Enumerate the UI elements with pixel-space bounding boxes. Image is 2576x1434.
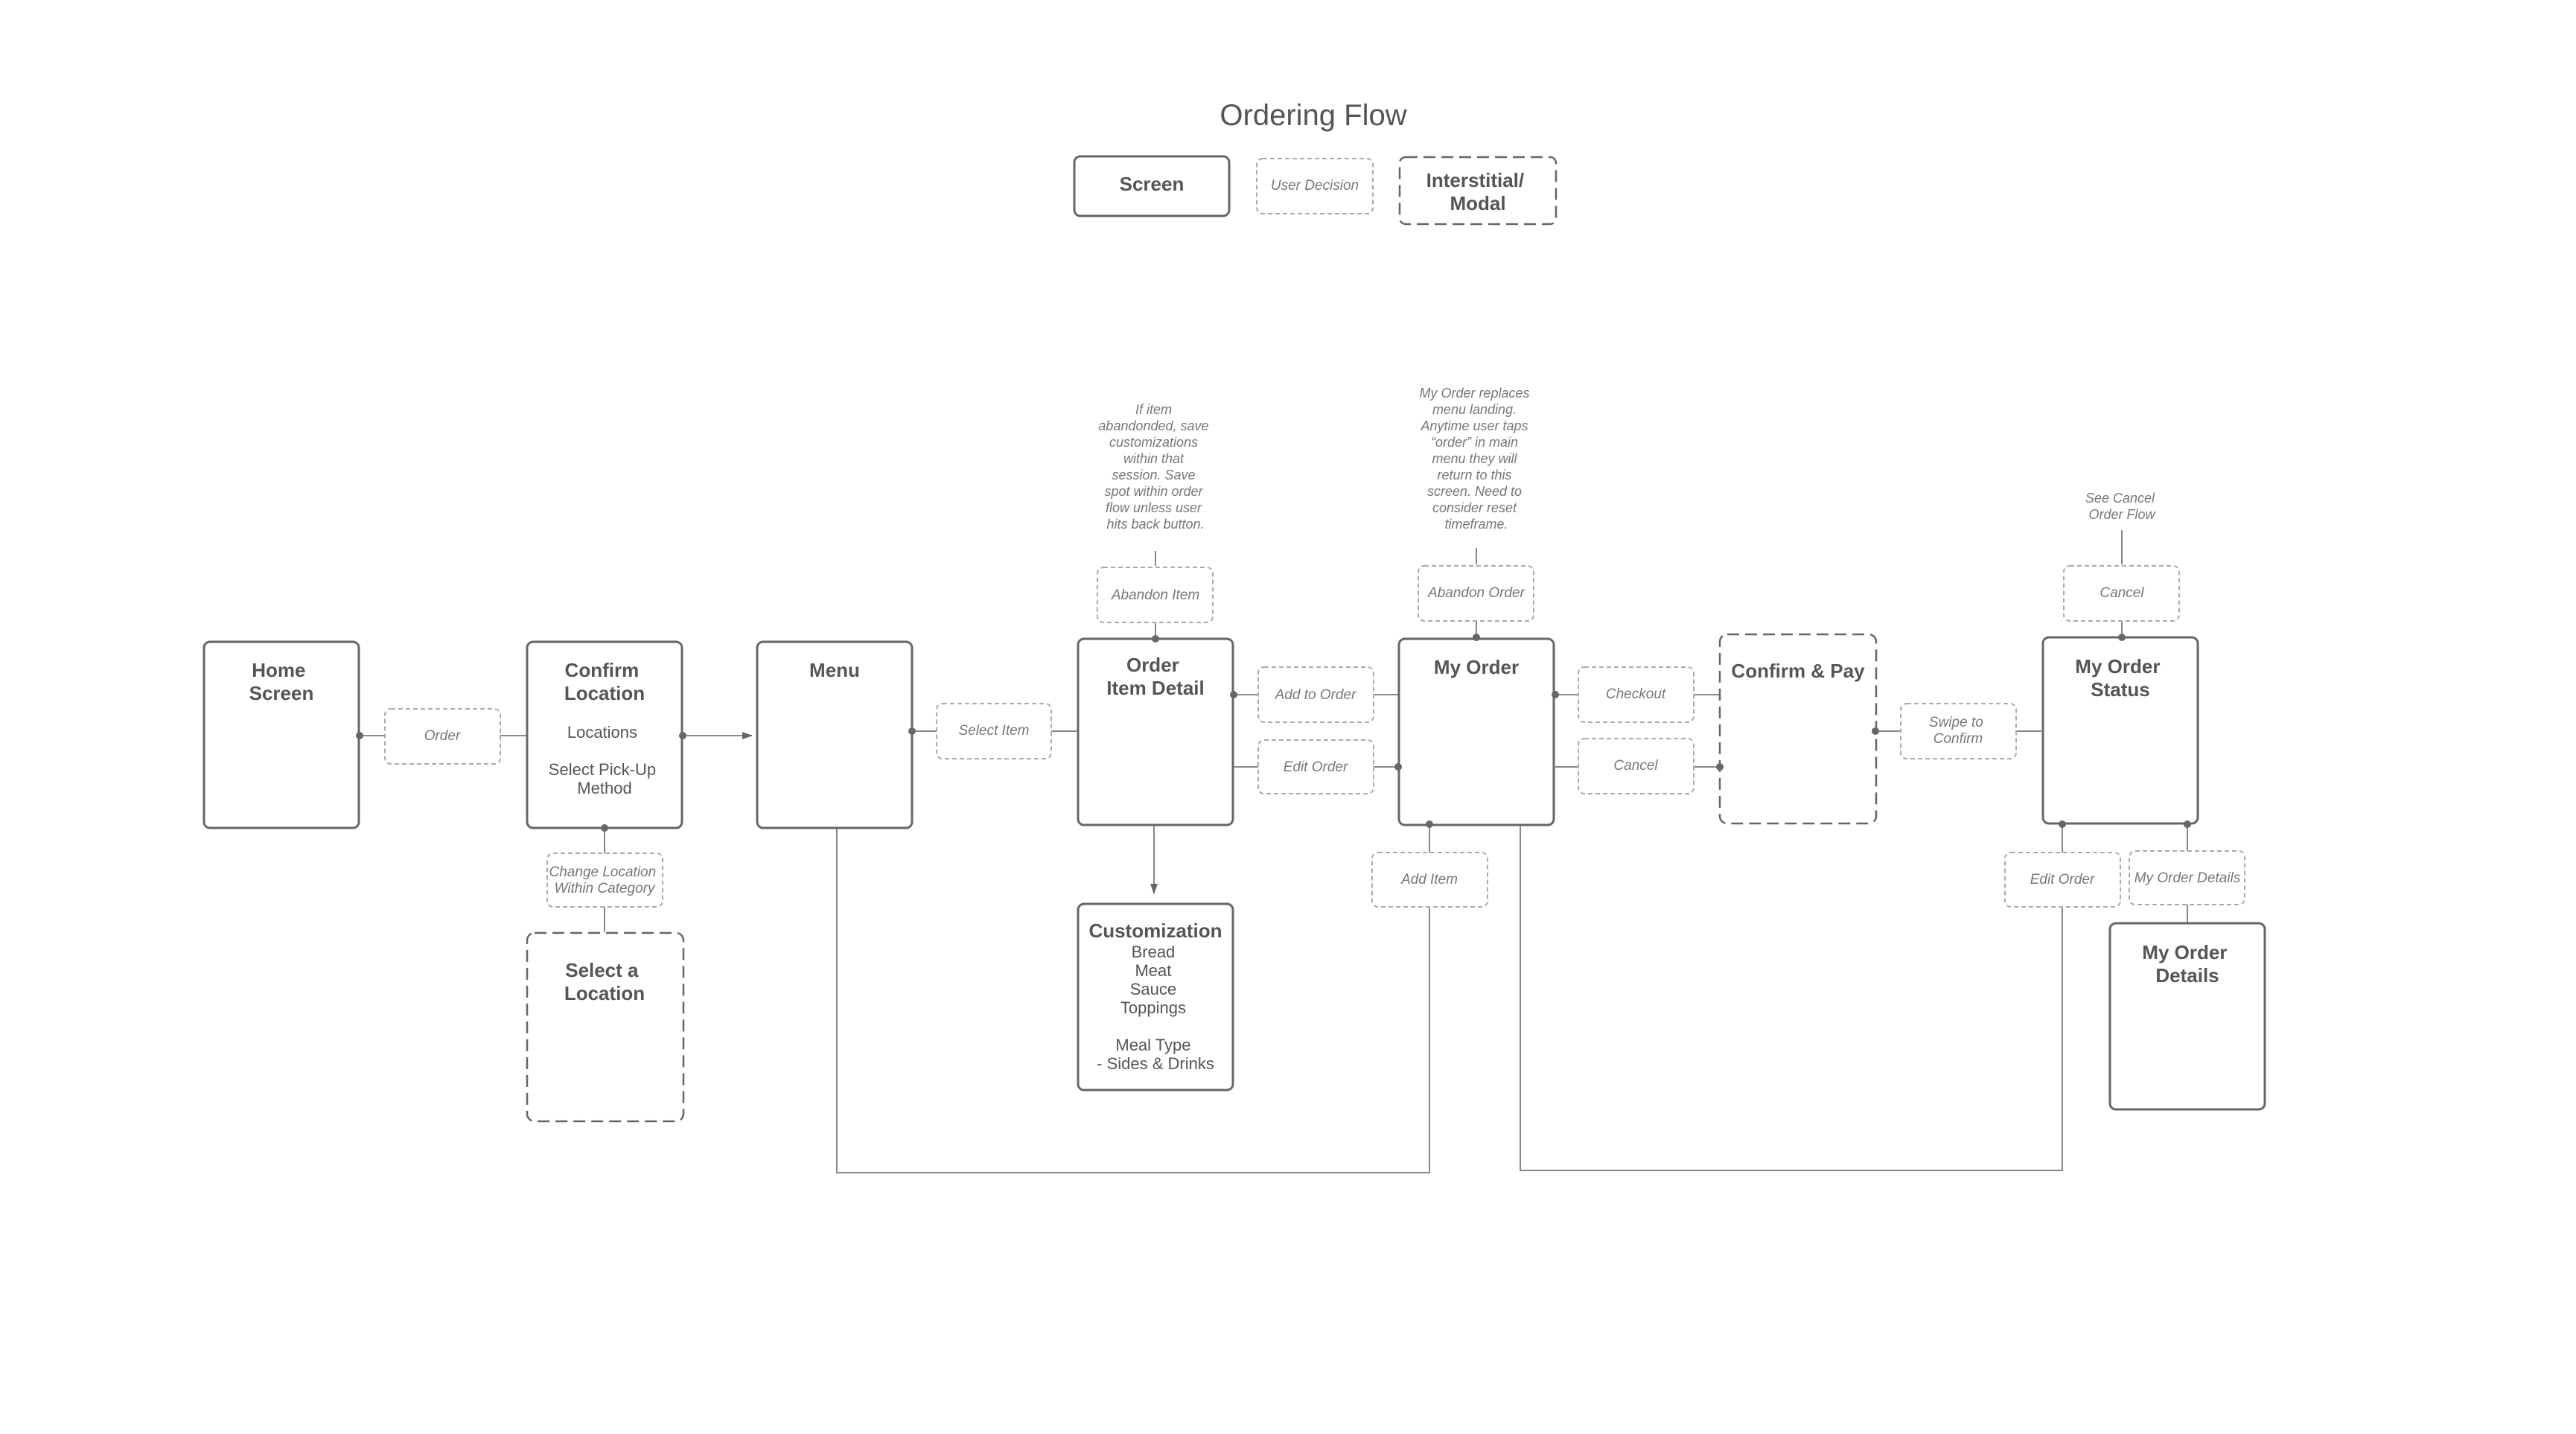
- legend-modal-box: [1398, 156, 1558, 226]
- legend-modal-line-2: Modal: [1450, 192, 1505, 214]
- decision-edit-order-1[interactable]: Edit Order: [1257, 739, 1374, 794]
- svg-text:Abandon Order: Abandon Order: [1427, 585, 1525, 601]
- decision-change-location[interactable]: Change Location Within Category: [546, 853, 663, 908]
- screen-menu-title: Menu: [809, 659, 860, 681]
- screen-order-item-detail[interactable]: Order Item Detail: [1077, 637, 1234, 826]
- note-abandon-item: If item abandonded, save customizations …: [1098, 402, 1212, 532]
- screen-customization[interactable]: Customization Bread Meat Sauce Toppings …: [1077, 902, 1234, 1092]
- decision-swipe-to-confirm[interactable]: Swipe to Confirm: [1900, 703, 2017, 759]
- decision-edit-order-2[interactable]: Edit Order: [2004, 852, 2121, 908]
- legend-modal-line-1: Interstitial/: [1426, 169, 1524, 191]
- screen-menu[interactable]: Menu: [756, 640, 914, 829]
- screen-my-order-status[interactable]: My Order Status: [2041, 636, 2199, 825]
- decision-order[interactable]: Order: [384, 708, 501, 765]
- decisions: Order Change Location Within Category Se…: [384, 565, 2245, 908]
- screen-home[interactable]: Home Screen: [203, 640, 360, 829]
- connector-dots: [356, 634, 2191, 832]
- decision-abandon-item[interactable]: Abandon Item: [1097, 567, 1214, 623]
- svg-text:Edit Order: Edit Order: [2030, 872, 2095, 888]
- decision-add-item[interactable]: Add Item: [1371, 852, 1488, 908]
- decision-abandon-order[interactable]: Abandon Order: [1418, 565, 1534, 622]
- legend-modal-label: Interstitial/ Modal: [1426, 169, 1530, 214]
- connector-additem-menu: [836, 828, 1430, 1173]
- screen-customization-title: Customization: [1088, 920, 1222, 942]
- modal-select-location-title: Select a Location: [564, 959, 645, 1004]
- screen-confirm-location-body: Locations Select Pick-Up Method: [549, 723, 660, 797]
- svg-text:My Order Details: My Order Details: [2135, 870, 2241, 886]
- diagram-title: Ordering Flow: [1220, 99, 1406, 132]
- modal-confirm-pay[interactable]: Confirm & Pay: [1718, 633, 1878, 825]
- decision-checkout[interactable]: Checkout: [1578, 666, 1695, 723]
- svg-text:Swipe to Confirm: Swipe to Confirm: [1929, 715, 1987, 747]
- screen-my-order-details[interactable]: My Order Details: [2108, 922, 2266, 1111]
- screen-customization-box[interactable]: [1077, 902, 1234, 1092]
- modal-confirm-pay-title: Confirm & Pay: [1731, 660, 1865, 682]
- screen-order-item-detail-title: Order Item Detail: [1106, 654, 1205, 699]
- screen-my-order[interactable]: My Order: [1397, 637, 1555, 826]
- screen-confirm-location-title: Confirm Location: [564, 659, 645, 704]
- decision-add-to-order[interactable]: Add to Order: [1257, 666, 1374, 723]
- legend-screen-box: [1073, 155, 1231, 217]
- svg-text:Add Item: Add Item: [1400, 872, 1458, 888]
- notes: If item abandonded, save customizations …: [1098, 386, 2158, 532]
- screen-confirm-location[interactable]: Confirm Location Locations Select Pick-U…: [526, 640, 683, 829]
- svg-text:Checkout: Checkout: [1606, 686, 1666, 702]
- screen-home-title: Home Screen: [249, 659, 314, 704]
- svg-text:Change Location Within: Change Location Within Category: [549, 864, 660, 896]
- svg-text:Order: Order: [424, 728, 461, 744]
- decision-cancel-1[interactable]: Cancel: [1578, 738, 1695, 794]
- legend-decision-label: User Decision: [1271, 178, 1359, 194]
- svg-text:Add to Order: Add to Order: [1275, 687, 1356, 703]
- connectors: [360, 530, 2188, 1173]
- decision-cancel-2[interactable]: Cancel: [2063, 565, 2180, 622]
- note-my-order: My Order replaces menu landing. Anytime …: [1419, 386, 1533, 532]
- screen-my-order-title: My Order: [1434, 656, 1519, 678]
- connector-edit-myorder-return: [1520, 824, 2063, 1171]
- note-cancel: See Cancel Order Flow: [2085, 491, 2158, 522]
- svg-text:Select Item: Select Item: [958, 723, 1029, 739]
- modal-select-location[interactable]: Select a Location: [526, 931, 685, 1123]
- legend-screen-label: Screen: [1120, 173, 1185, 195]
- decision-select-item[interactable]: Select Item: [936, 703, 1052, 759]
- svg-text:Abandon Item: Abandon Item: [1111, 587, 1199, 603]
- screen-customization-body: Bread Meat Sauce Toppings Meal Type - Si…: [1097, 943, 1214, 1073]
- screen-my-order-details-box[interactable]: [2108, 922, 2266, 1111]
- modal-select-location-box[interactable]: [526, 931, 685, 1123]
- legend: Screen User Decision Interstitial/ Modal: [1073, 155, 1558, 226]
- legend-decision-box: [1256, 158, 1374, 214]
- svg-text:Cancel: Cancel: [1613, 758, 1658, 774]
- screen-my-order-status-title: My Order Status: [2075, 655, 2165, 701]
- decision-my-order-details[interactable]: My Order Details: [2129, 850, 2245, 905]
- svg-text:Edit Order: Edit Order: [1284, 759, 1348, 775]
- screen-my-order-details-title: My Order Details: [2142, 941, 2232, 987]
- svg-text:Cancel: Cancel: [2100, 585, 2144, 601]
